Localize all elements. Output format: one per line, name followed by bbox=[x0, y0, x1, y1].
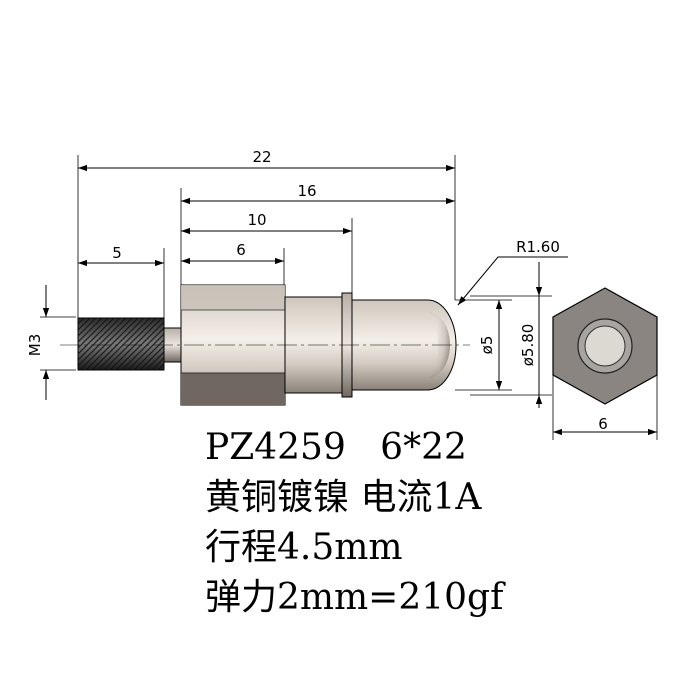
dim-plunger-base-length: 10 bbox=[247, 211, 266, 229]
dim-hex-width: 6 bbox=[598, 415, 608, 433]
hex-end-view bbox=[552, 287, 658, 405]
dim-plunger-diameter: ø5 bbox=[478, 336, 496, 355]
model-line: PZ4259 6*22 bbox=[205, 427, 467, 468]
leader-tip-radius bbox=[457, 256, 568, 306]
dim-thread-spec: M3 bbox=[26, 334, 44, 357]
stroke-line: 行程4.5mm bbox=[205, 527, 403, 568]
material-line: 黄铜镀镍 电流1A bbox=[205, 477, 482, 518]
dim-hex-length: 6 bbox=[236, 241, 246, 259]
dim-thread-length: 5 bbox=[112, 244, 122, 262]
dim-tip-radius: R1.60 bbox=[516, 238, 560, 256]
dim-body-length: 16 bbox=[297, 182, 316, 200]
dim-head-diameter: ø5.80 bbox=[519, 324, 537, 367]
probe-body bbox=[60, 284, 470, 406]
dim-overall-length: 22 bbox=[252, 148, 271, 166]
extension-lines bbox=[40, 155, 658, 440]
force-line: 弹力2mm=210gf bbox=[205, 577, 504, 618]
